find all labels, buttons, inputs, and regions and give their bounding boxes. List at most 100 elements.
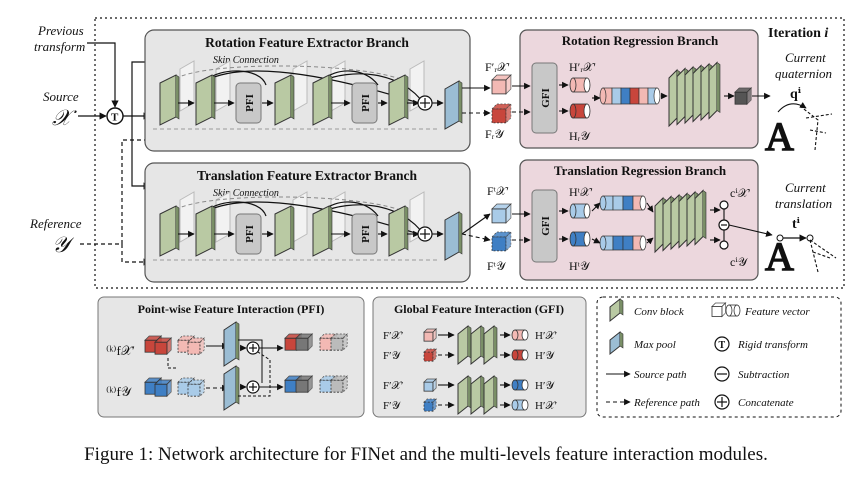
translation-gfi-block: [531, 189, 558, 263]
gfi-in-cube-0-side: [432, 328, 437, 343]
legend-panel: [596, 296, 842, 418]
trans-hy-cyl: [569, 231, 591, 247]
rot-fy-label: Fᵣ𝒴: [485, 127, 505, 141]
translation-origin-point: [776, 234, 784, 242]
trans-concat-op: [417, 226, 433, 242]
trans-fc-layer-3: [678, 192, 688, 249]
pfi-row0-out-b-side: [307, 333, 313, 352]
trans-conv-block-3: [312, 205, 330, 257]
trans-subtract-op: [718, 219, 730, 231]
pfi-maxpool-bottom-edge: [235, 365, 240, 405]
rot-fc-layer-4: [700, 62, 710, 122]
trans-max-pool-edge: [458, 211, 463, 255]
pfi-row0-out-d-front: [330, 337, 344, 351]
gfi-block1-plate-2-edge: [493, 375, 498, 409]
pfi-maxpool-top: [223, 321, 237, 367]
figure-caption: Figure 1: Network architecture for FINet…: [84, 444, 768, 465]
rotation-gfi-label: GFI: [540, 88, 552, 108]
pfi-cross-2: [238, 351, 271, 397]
pfi-row1-out-b-front: [295, 379, 309, 393]
trans-hy-cyl-left-cap: [569, 231, 577, 247]
legend-label-0: Conv block: [634, 306, 685, 318]
rot-pfi-block-0: [235, 82, 262, 124]
trans-fc-layer-1: [662, 195, 672, 252]
trans-vec-bottom: [599, 235, 647, 251]
rot-vec-seg-2: [620, 87, 631, 105]
trans-cy-point: [719, 240, 729, 250]
rot-fx-cube-front: [491, 79, 507, 95]
trans-to-translation: [728, 224, 773, 237]
legend-label-3: Rigid transform: [737, 339, 808, 351]
trans-vec-top-to-fc: [646, 202, 654, 213]
pfi-row0-out-c-front: [319, 337, 333, 351]
trans-pfi-label-1: PFI: [360, 225, 372, 243]
architecture-diagram: Iteration i Previous transform Source 𝒳 …: [29, 17, 845, 418]
rot-conv-block-1-edge: [211, 74, 216, 120]
pfi-ref-link: [167, 358, 178, 369]
rot-hy-cyl: [569, 103, 591, 119]
iteration-label: Iteration i: [768, 26, 828, 41]
translation-symbol: tⁱ: [792, 217, 801, 232]
rot-hx-label: H′ᵣ𝒳′: [569, 60, 596, 74]
rot-fx-label: F′ᵣ𝒳′: [485, 60, 510, 74]
trans-conv-block-4-edge: [404, 205, 409, 251]
rot-fy-cube-top: [491, 103, 512, 110]
rot-conv-block-0: [159, 74, 177, 126]
pfi-row1-out-b-side: [307, 375, 313, 394]
rigid-transform-icon-symbol: T: [719, 340, 726, 351]
pfi-row0-cube-b: [154, 337, 173, 356]
trans-skip-arc-outer: [169, 196, 401, 215]
trans-vec-top-cap-r: [639, 195, 647, 211]
rot-fy-cube: [491, 103, 512, 124]
trans-conv-block-3-edge: [328, 205, 333, 251]
translation-skip-label: Skip Connection: [213, 188, 279, 199]
gfi-right-label-2: H′𝒴: [535, 380, 555, 392]
trans-to-fy-arrow: [461, 233, 491, 242]
rot-concat-op: [417, 95, 433, 111]
trans-fx-cube-side: [505, 203, 512, 224]
rot-fc-layer-0: [668, 68, 678, 128]
rot-pfi-block-1: [351, 82, 378, 124]
trans-cy-label: cⁱ𝒴: [730, 255, 749, 269]
translation-extractor-title: Translation Feature Extractor Branch: [197, 168, 418, 183]
translation-out-label-2: translation: [775, 196, 832, 211]
rot-fc-layer-5-edge: [716, 62, 721, 114]
pfi-row0-cube-b-side: [166, 337, 172, 356]
pfi-row1-cube-d-front: [187, 383, 201, 397]
trans-fy-label: Fᵗ𝒴: [487, 259, 507, 273]
gfi-in-cube-3-front: [423, 401, 434, 412]
pfi-row0-cube-d-side: [199, 337, 205, 356]
rotation-arc-arrow: [777, 102, 807, 113]
pfi-row1-out-d: [330, 375, 349, 394]
rot-output-cube: [734, 87, 753, 106]
trans-fc-layer-5: [694, 189, 704, 246]
gfi-in-cube-1-top: [423, 348, 438, 353]
translation-regression-title: Translation Regression Branch: [554, 163, 727, 178]
pfi-row0-cube-d-front: [187, 341, 201, 355]
trans-hy-cyl-right-cap: [583, 231, 591, 247]
rot-hx-cyl: [569, 77, 591, 93]
pfi-row1-cube-d-side: [199, 379, 205, 398]
gfi-in-cube-2: [423, 378, 438, 393]
quaternion-label-2: quaternion: [775, 66, 832, 81]
gfi-right-label-0: H′𝒳′: [535, 330, 557, 342]
trans-fx-label: Fᵗ𝒳′: [487, 184, 509, 198]
gfi-right-label-3: H′𝒳′: [535, 400, 557, 412]
gfi-out-cyl-0-left-cap: [511, 329, 519, 341]
translation-regression-panel: [519, 159, 759, 281]
rot-vec-cap-l: [599, 87, 607, 105]
trans-fc-layer-4: [686, 190, 696, 248]
rot-vec-seg-1: [611, 87, 622, 105]
rot-fy-cube-side: [505, 103, 512, 124]
trans-conv-block-0: [159, 205, 177, 257]
gfi-left-label-3: F′𝒴: [383, 400, 402, 412]
rotation-regression-body: [462, 61, 771, 128]
rot-vec-seg-4: [638, 87, 649, 105]
feature-vector-icon-cyl-right-cap: [733, 304, 741, 317]
gfi-out-cyl-2: [511, 379, 529, 391]
trans-fc-layer-5-edge: [702, 190, 707, 240]
pfi-concat-bottom: [246, 380, 260, 394]
gfi-in-cube-3-side: [432, 398, 437, 413]
legend-label-2: Max pool: [633, 339, 676, 351]
